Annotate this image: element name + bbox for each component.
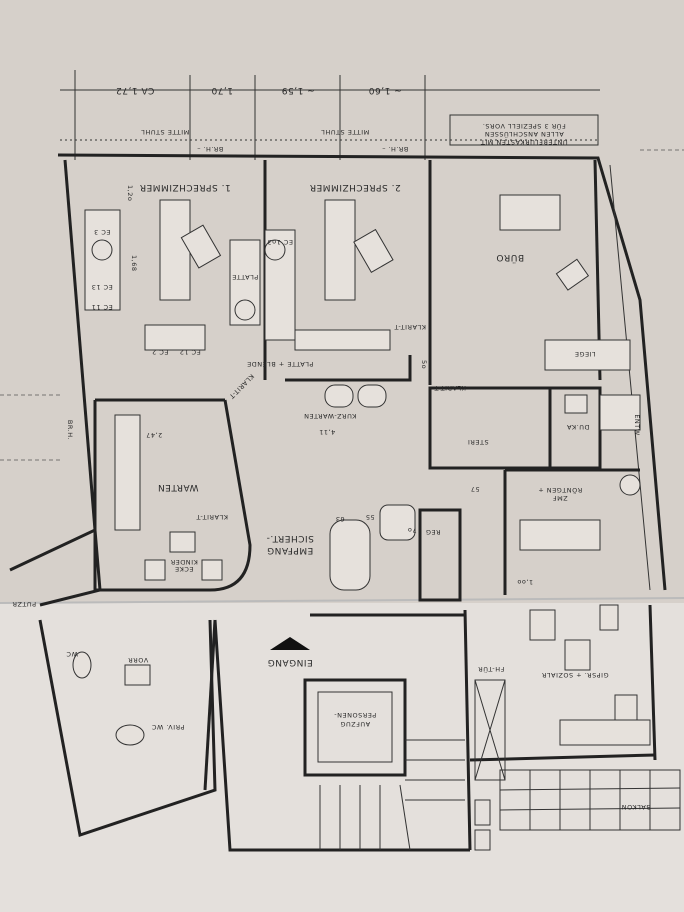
room-label-xray: RÖNTGEN + xyxy=(538,486,582,495)
door-label: KLARIT-T xyxy=(434,384,466,392)
fire-door-label: FH-TÜR xyxy=(478,665,505,674)
floor-box-note: UNTERFLURKASTEN MIT xyxy=(480,138,567,146)
sill-height-label: BR.H. – xyxy=(382,145,408,153)
dimension-label: CA 1,72 xyxy=(116,85,155,95)
dimension-label: 5o xyxy=(420,360,428,369)
room-label-office: BÜRO xyxy=(496,252,524,263)
dimension-label: 57 xyxy=(470,485,479,493)
cabinet-label: EC 3 xyxy=(94,228,111,236)
paper-seam xyxy=(0,597,684,604)
balcony-grid xyxy=(499,769,681,831)
room-label-waiting: WARTEN xyxy=(157,482,198,492)
dimension-label: ~ 1,59 xyxy=(281,85,314,95)
top-dimension-line xyxy=(60,70,600,160)
furniture-upper xyxy=(84,194,641,591)
cabinet-label: PLATTE + BLENDE xyxy=(247,360,314,368)
room-label-treatment-2: 2. SPRECHZIMMER xyxy=(309,182,400,192)
sill-height-label: BR.H. xyxy=(66,420,74,440)
sill-height-label: BR.H. – xyxy=(197,145,223,153)
room-label-anteroom: VORR xyxy=(128,656,148,664)
room-label-cleaning: PUTZR xyxy=(12,600,36,608)
room-label-elevator: AUFZUG xyxy=(340,720,370,728)
room-label-entrance: EINGANG xyxy=(267,657,312,667)
dimension-label: 1,68 xyxy=(130,255,138,271)
cabinet-label: EC 11 xyxy=(91,303,112,311)
room-label-xray: ZMF xyxy=(552,494,567,502)
floor-box-note-frame xyxy=(449,114,599,146)
stairs xyxy=(319,739,465,851)
room-label-plaster-social: GIPSR. + SOZIALR xyxy=(541,671,608,679)
dimension-label: 2,47 xyxy=(146,431,162,439)
room-label-balcony: BALKON xyxy=(621,803,650,811)
floor-box-note: FÜR 3 SPEZIELL VORS. xyxy=(482,122,565,131)
door-label: KLARIT-T xyxy=(196,513,228,521)
room-label-reception: EMPFANG xyxy=(267,545,314,555)
room-label-short-wait: KURZ-WARTEN xyxy=(304,412,357,420)
dimension-label: 63 xyxy=(335,515,344,523)
floor-box-note: ALLEN ANSCHLÜSSEN xyxy=(484,130,563,139)
furniture-lower xyxy=(72,604,651,746)
cabinet-label: EC 1o3 xyxy=(267,238,293,246)
room-label-wc: WC xyxy=(66,650,78,658)
dimension-label: 55 xyxy=(365,513,374,521)
room-label-private-wc: PRIV. WC xyxy=(151,723,184,731)
dimension-label: 7o xyxy=(407,526,416,534)
room-label-elevator: PERSONEN- xyxy=(334,711,377,719)
room-label-reception: SICHERT.- xyxy=(266,533,314,543)
cabinet-label: EC 2 xyxy=(152,348,169,356)
dimension-label: ~ 1,60 xyxy=(368,85,401,95)
kids-corner-label: ECKE xyxy=(174,565,193,573)
chair-center-label: MITTE STUHL xyxy=(321,128,369,136)
chair-center-label: MITTE STUHL xyxy=(141,128,189,136)
dimension-label: 1,oo xyxy=(517,578,533,586)
walls-upper xyxy=(0,149,684,607)
room-label-darkroom: DU.KA xyxy=(566,423,589,431)
kids-corner-label: KINDER xyxy=(170,558,198,566)
walls-lower xyxy=(38,604,657,852)
door-label: KLARIT-T xyxy=(394,323,426,331)
cabinet-label: EC 12 xyxy=(179,348,200,356)
dimension-label: 1,70 xyxy=(211,85,233,95)
room-label-sterilization: STERI xyxy=(467,438,488,446)
dimension-label: REG xyxy=(425,528,440,536)
cabinet-label: PLATTE xyxy=(232,273,259,281)
cabinet-label: EC 13 xyxy=(91,283,112,291)
room-label-developing: ENTW xyxy=(633,414,641,435)
couch-label: LIEGE xyxy=(574,350,595,358)
dimension-label: 4,11 xyxy=(319,428,335,436)
dimension-label: 1,2o xyxy=(126,185,134,201)
entrance-arrow-icon xyxy=(270,637,310,650)
room-label-treatment-1: 1. SPRECHZIMMER xyxy=(139,182,230,192)
